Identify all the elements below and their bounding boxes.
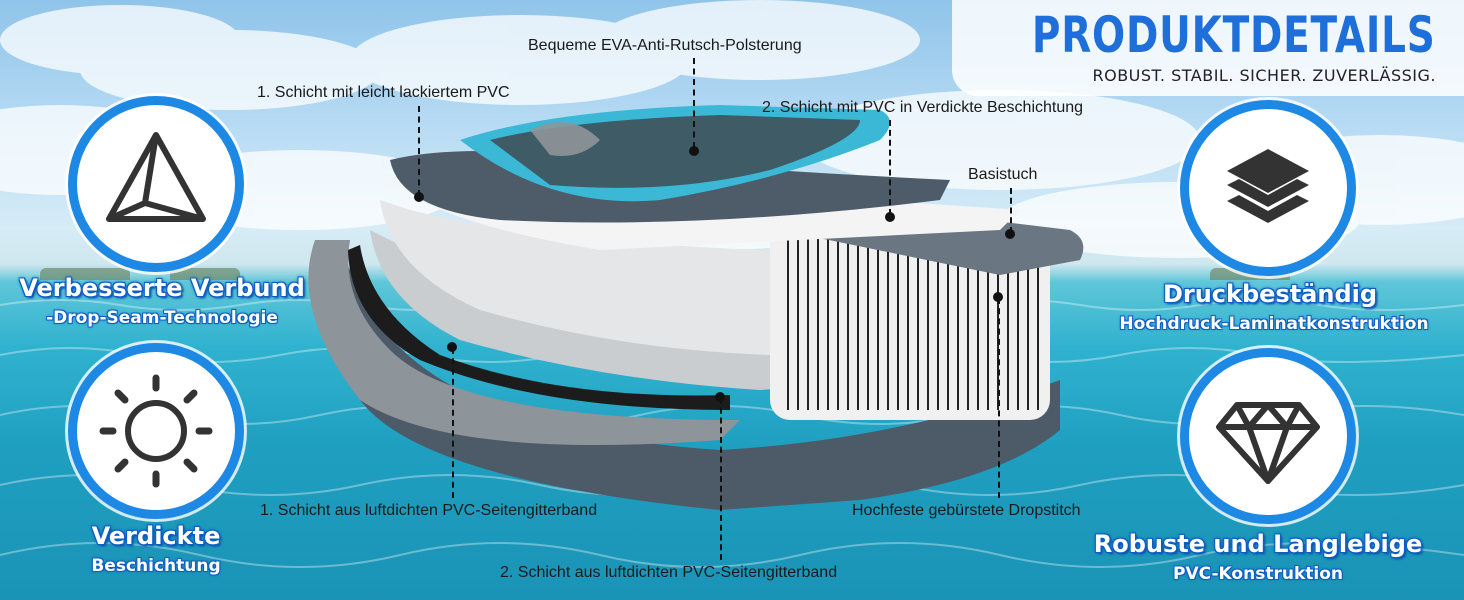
feature-circle-robust (1180, 348, 1356, 524)
island (40, 268, 130, 280)
sun-icon (99, 374, 213, 488)
board-bottom-shell (328, 250, 1060, 510)
feature-sub-pressure: Hochdruck-Laminatkonstruktion (1119, 314, 1429, 334)
layers-icon (1227, 149, 1309, 223)
leader-line-side2 (720, 398, 722, 560)
leader-line-layer1 (418, 106, 420, 196)
callout-dot (1005, 229, 1015, 239)
callout-dot (993, 292, 1003, 302)
dropstitch-block (770, 225, 1050, 420)
diamond-icon (1216, 402, 1320, 484)
leader-line-eva (693, 58, 695, 148)
callout-side-band-1: 1. Schicht aus luftdichten PVC-Seitengit… (260, 502, 598, 519)
page-title: PRODUKTDETAILS (1032, 6, 1436, 64)
leader-line-base (1010, 188, 1012, 233)
pyramid-icon (106, 132, 206, 222)
feature-circle-drop-seam (68, 96, 244, 272)
callout-side-band-2: 2. Schicht aus luftdichten PVC-Seitengit… (500, 564, 838, 581)
callout-dot (447, 342, 457, 352)
feature-sub-thick-coating: Beschichtung (91, 556, 221, 576)
sup-board-cross-section (308, 105, 1084, 510)
callout-dot (414, 192, 424, 202)
callout-dot (689, 146, 699, 156)
callout-dot (885, 212, 895, 222)
feature-title-thick-coating: Verdickte (91, 522, 221, 550)
island (170, 268, 240, 280)
feature-circle-pressure (1180, 100, 1356, 276)
feature-sub-robust: PVC-Konstruktion (1173, 564, 1343, 584)
callout-dot (715, 392, 725, 402)
page-subtitle: ROBUST. STABIL. SICHER. ZUVERLÄSSIG. (1092, 66, 1436, 85)
callout-eva: Bequeme EVA-Anti-Rutsch-Polsterung (528, 37, 802, 54)
leader-line-side1 (452, 348, 454, 498)
callout-layer1-pvc: 1. Schicht mit leicht lackiertem PVC (257, 84, 510, 101)
header-panel: PRODUKTDETAILS ROBUST. STABIL. SICHER. Z… (952, 0, 1464, 96)
leader-line-layer2 (889, 120, 891, 215)
callout-base-cloth: Basistuch (968, 166, 1038, 183)
feature-title-drop-seam: Verbesserte Verbund (19, 274, 305, 302)
dropstitch-lines (787, 235, 1039, 410)
feature-title-pressure: Druckbeständig (1162, 280, 1378, 308)
feature-sub-drop-seam: -Drop-Seam-Technologie (46, 308, 278, 328)
side-band-inner (348, 245, 730, 410)
callout-dropstitch: Hochfeste gebürstete Dropstitch (852, 502, 1081, 519)
eva-pad-texture (530, 122, 600, 156)
feature-circle-thick-coating (68, 343, 244, 519)
leader-line-dropstitch (998, 298, 1000, 498)
callout-layer2-pvc: 2. Schicht mit PVC in Verdickte Beschich… (762, 99, 1084, 116)
side-band-outer (308, 240, 740, 445)
feature-title-robust: Robuste und Langlebige (1093, 530, 1423, 558)
